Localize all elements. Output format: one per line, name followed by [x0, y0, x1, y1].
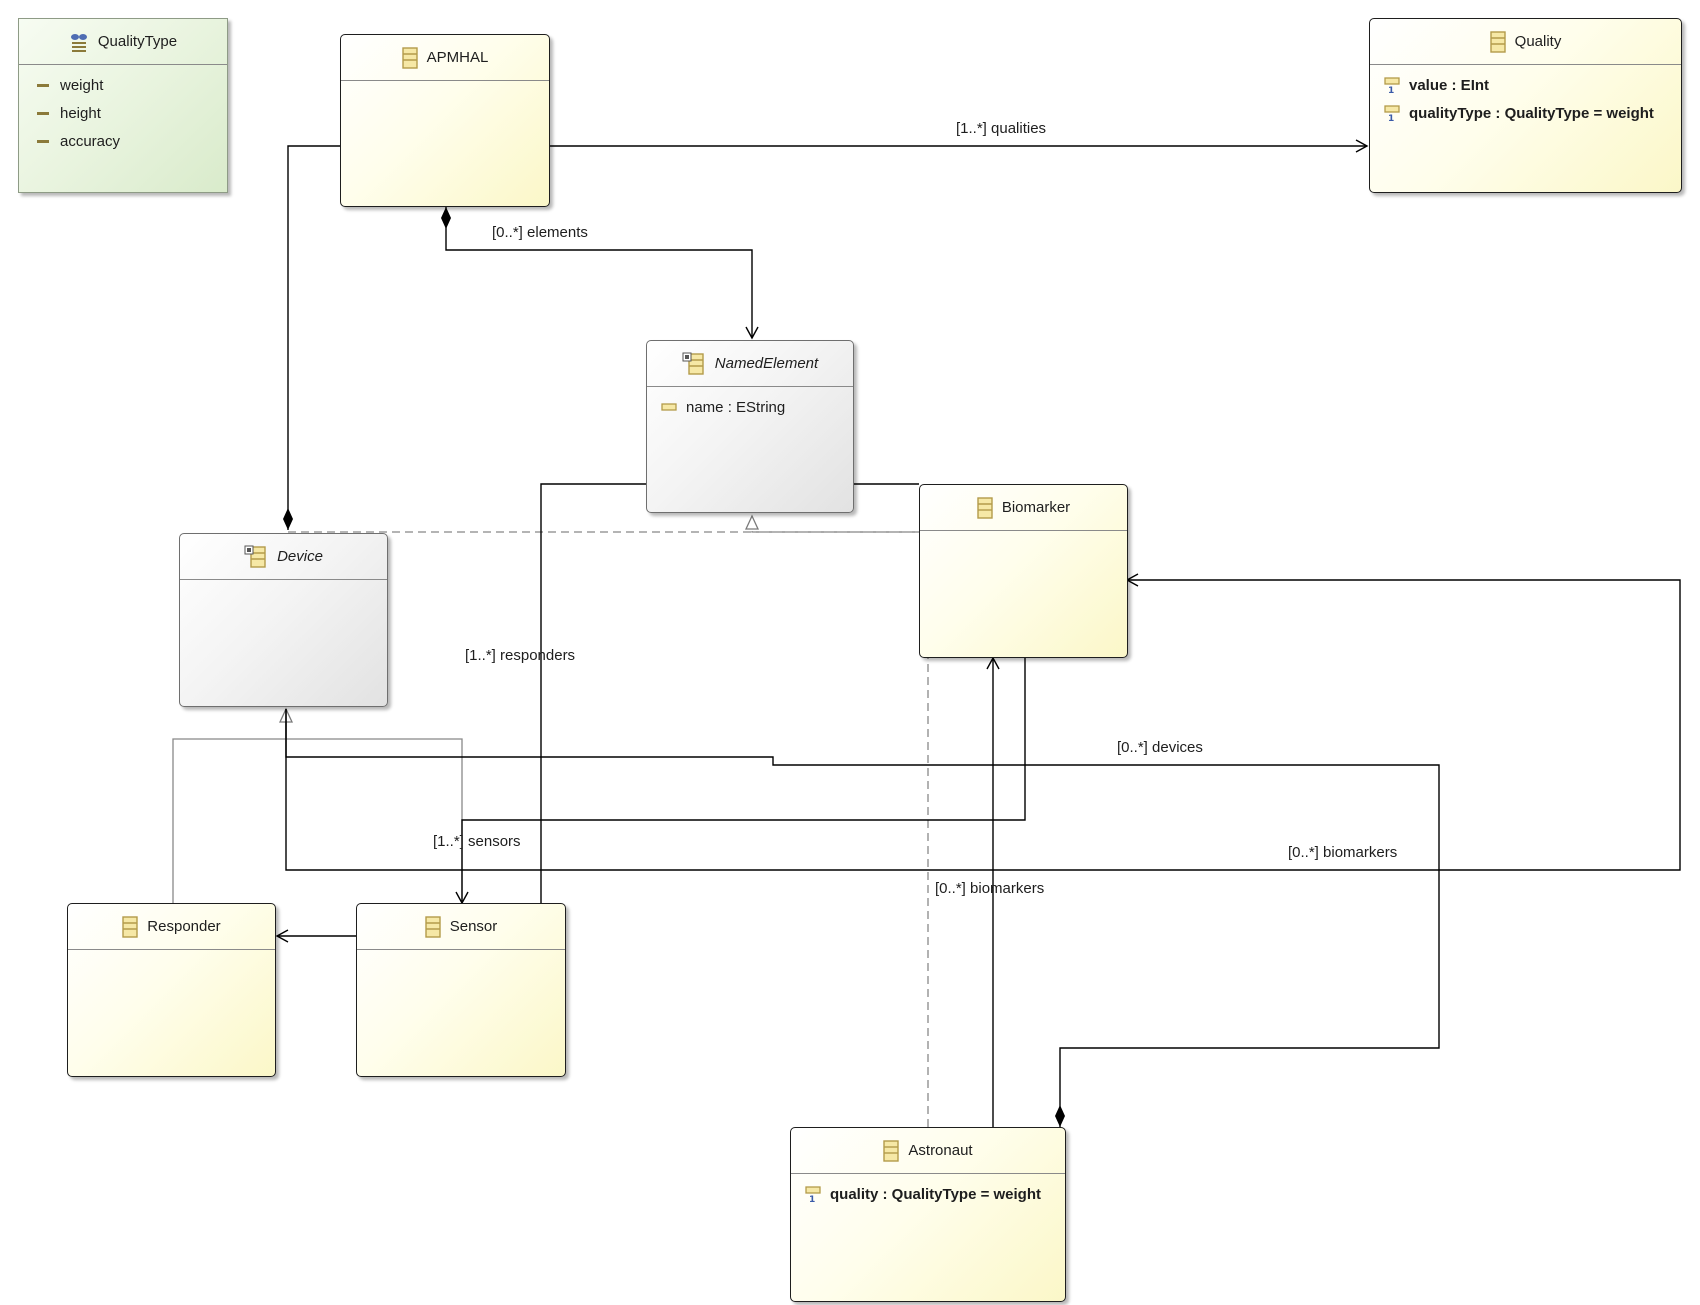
attribute-quality[interactable]: 1 quality : QualityType = weight	[805, 1180, 1065, 1208]
eattribute-icon: 1	[1384, 105, 1400, 122]
class-apmhal[interactable]: APMHAL	[340, 34, 550, 207]
reference-biomarkers-device[interactable]	[285, 573, 1681, 871]
class-sensor-header: Sensor	[357, 904, 565, 950]
class-biomarker[interactable]: Biomarker	[919, 484, 1128, 658]
eclass-icon	[122, 915, 138, 938]
class-quality-header: Quality	[1370, 19, 1681, 65]
enum-literal-weight[interactable]: weight	[37, 71, 227, 99]
class-device-header: Device	[180, 534, 387, 580]
eclass-icon	[1489, 30, 1506, 53]
label-qualities: [1..*] qualities	[956, 120, 1047, 137]
class-device[interactable]: Device	[179, 533, 388, 707]
svg-text:1: 1	[1388, 86, 1394, 94]
svg-text:1: 1	[1388, 114, 1394, 122]
class-biomarker-name: Biomarker	[1001, 499, 1071, 516]
enum-literal-icon	[37, 139, 49, 143]
class-biomarker-header: Biomarker	[920, 485, 1127, 531]
class-responder-name: Responder	[147, 918, 221, 935]
enum-literal-accuracy[interactable]: accuracy	[37, 127, 227, 155]
eclass-icon	[425, 915, 441, 938]
reference-sensors[interactable]	[455, 658, 1026, 905]
class-astronaut-header: Astronaut	[791, 1128, 1065, 1174]
class-apmhal-header: APMHAL	[341, 35, 549, 81]
class-quality[interactable]: Quality 1 value : EInt 1 qualityType : Q…	[1369, 18, 1682, 193]
eattribute-icon	[661, 403, 677, 411]
abstract-eclass-icon	[244, 545, 266, 568]
label-elements: [0..*] elements	[492, 224, 588, 241]
abstract-eclass-icon	[682, 352, 704, 375]
class-named-element[interactable]: NamedElement name : EString	[646, 340, 854, 513]
class-quality-attributes: 1 value : EInt 1 qualityType : QualityTy…	[1370, 65, 1681, 127]
class-astronaut-name: Astronaut	[908, 1142, 973, 1159]
reference-devices[interactable]	[285, 709, 1440, 1127]
svg-text:1: 1	[809, 1195, 815, 1203]
class-astronaut-attributes: 1 quality : QualityType = weight	[791, 1174, 1065, 1208]
attribute-name[interactable]: name : EString	[661, 393, 853, 421]
class-named-element-name: NamedElement	[714, 355, 819, 372]
enum-quality-type-name: QualityType	[97, 33, 178, 50]
enum-literals: weight height accuracy	[19, 65, 227, 155]
enum-quality-type-header: QualityType	[19, 19, 227, 65]
label-responders: [1..*] responders	[465, 647, 576, 664]
attribute-quality-type[interactable]: 1 qualityType : QualityType = weight	[1384, 99, 1681, 127]
attribute-value[interactable]: 1 value : EInt	[1384, 71, 1681, 99]
reference-qualities[interactable]	[283, 139, 1369, 530]
enum-literal-height[interactable]: height	[37, 99, 227, 127]
enum-literal-icon	[37, 111, 49, 115]
enum-quality-type[interactable]: QualityType weight height accuracy	[18, 18, 228, 193]
class-device-name: Device	[277, 548, 323, 565]
generalization-responder-device[interactable]	[172, 707, 294, 903]
class-quality-name: Quality	[1514, 33, 1562, 50]
reference-elements[interactable]	[441, 207, 759, 340]
class-responder-header: Responder	[68, 904, 275, 950]
class-named-element-attributes: name : EString	[647, 387, 853, 421]
eclass-icon	[401, 46, 418, 69]
label-sensors: [1..*] sensors	[433, 833, 521, 850]
enum-literal-icon	[37, 83, 49, 87]
generalization-sensor-device[interactable]	[286, 738, 463, 903]
eattribute-icon: 1	[1384, 77, 1400, 94]
label-biomarkers-device: [0..*] biomarkers	[1288, 844, 1398, 861]
class-responder[interactable]: Responder	[67, 903, 276, 1077]
label-devices: [0..*] devices	[1117, 739, 1203, 756]
eenum-icon	[70, 33, 87, 52]
class-sensor-name: Sensor	[449, 918, 498, 935]
eclass-icon	[883, 1139, 900, 1162]
class-astronaut[interactable]: Astronaut 1 quality : QualityType = weig…	[790, 1127, 1066, 1302]
generalization-biomarker-named-element[interactable]	[744, 514, 928, 533]
eclass-icon	[977, 496, 993, 519]
class-named-element-header: NamedElement	[647, 341, 853, 387]
class-sensor[interactable]: Sensor	[356, 903, 566, 1077]
label-biomarkers-astronaut: [0..*] biomarkers	[935, 880, 1045, 897]
eattribute-icon: 1	[805, 1186, 821, 1203]
class-apmhal-name: APMHAL	[426, 49, 489, 66]
